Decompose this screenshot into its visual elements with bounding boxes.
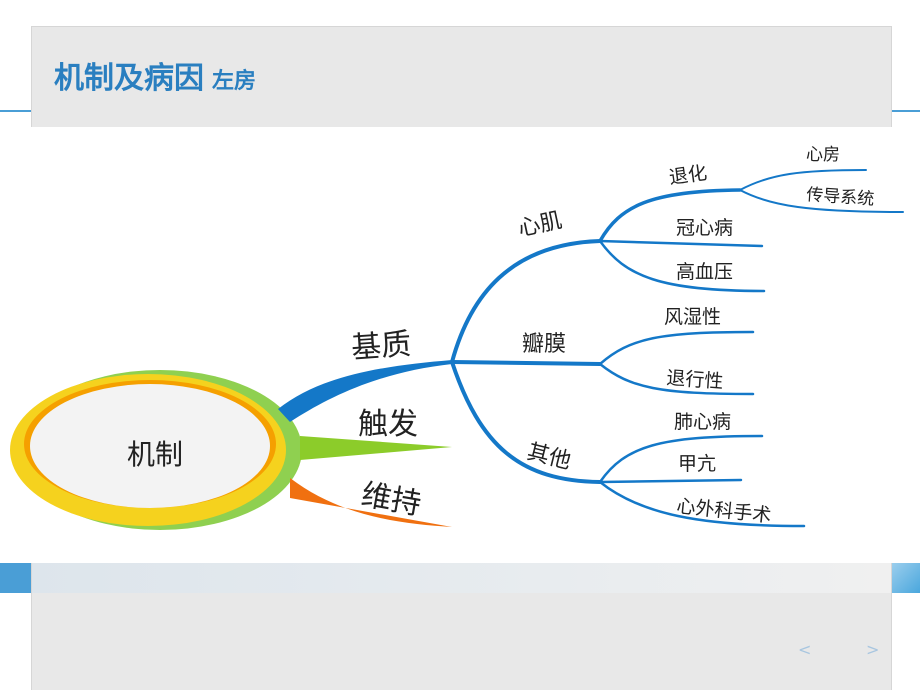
node-rheumatic: 风湿性 bbox=[664, 306, 721, 328]
link-surgery bbox=[598, 480, 806, 528]
title-subtitle: 左房 bbox=[212, 69, 257, 94]
substrate-tree bbox=[450, 169, 904, 528]
branch-substrate-label: 基质 bbox=[350, 327, 412, 366]
node-atrium: 心房 bbox=[806, 145, 840, 165]
next-slide-button[interactable]: > bbox=[866, 640, 880, 659]
header-panel: 机制及病因左房 bbox=[31, 26, 892, 127]
link-rheumatic bbox=[598, 330, 755, 366]
branch-trigger-label: 触发 bbox=[358, 407, 418, 442]
branch-substrate-shape bbox=[278, 360, 452, 422]
footer-band-right bbox=[889, 563, 920, 593]
branch-maintain-label: 维持 bbox=[359, 477, 424, 522]
mindmap-diagram: 机制 基质 触发 维持 心肌 瓣膜 其他 退化 冠心病 高血压 心房 传导系统 … bbox=[10, 145, 904, 530]
prev-slide-button[interactable]: < bbox=[798, 640, 812, 659]
node-cad: 冠心病 bbox=[676, 217, 733, 239]
link-other bbox=[450, 360, 602, 484]
node-hypertension: 高血压 bbox=[676, 261, 733, 283]
link-atrium bbox=[739, 169, 867, 191]
link-valve bbox=[450, 360, 602, 366]
footer-band-left bbox=[0, 563, 32, 593]
link-conduction bbox=[739, 189, 904, 213]
title-main: 机制及病因 bbox=[54, 61, 204, 96]
footer-strip bbox=[32, 563, 891, 593]
slide-title: 机制及病因左房 bbox=[54, 53, 256, 97]
link-degenerative bbox=[598, 362, 755, 396]
root-center bbox=[30, 384, 270, 508]
link-pulmonary bbox=[598, 434, 764, 484]
link-degeneration bbox=[598, 188, 742, 243]
link-cad bbox=[598, 239, 764, 248]
footer-panel bbox=[31, 563, 892, 690]
node-hyperthyroid: 甲亢 bbox=[678, 453, 716, 475]
root-label: 机制 bbox=[127, 438, 183, 471]
branch-maintain-shape bbox=[290, 478, 452, 527]
node-myocardium: 心肌 bbox=[516, 208, 564, 242]
root-node: 机制 bbox=[10, 370, 302, 530]
node-degeneration: 退化 bbox=[668, 162, 709, 189]
link-hyperthyroid bbox=[598, 478, 743, 484]
node-valve: 瓣膜 bbox=[522, 332, 566, 357]
link-myocardium bbox=[450, 239, 602, 364]
link-hypertension bbox=[598, 239, 766, 293]
node-conduction: 传导系统 bbox=[806, 185, 875, 210]
node-degenerative: 退行性 bbox=[666, 367, 724, 393]
branch-trigger-shape bbox=[300, 436, 452, 460]
node-pulmonary: 肺心病 bbox=[674, 411, 731, 433]
